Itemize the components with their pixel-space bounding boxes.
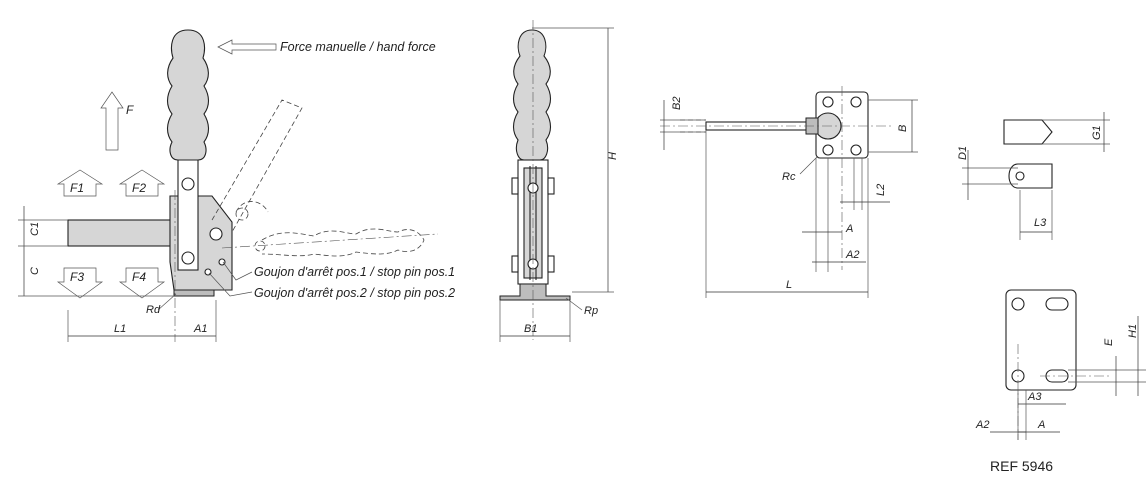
pivot xyxy=(209,227,223,241)
dim-b: B xyxy=(897,125,909,132)
hand-force-label: Force manuelle / hand force xyxy=(280,40,436,54)
dim-g1: G1 xyxy=(1091,125,1103,140)
force-arrow-f4 xyxy=(118,267,166,299)
force-arrow-f xyxy=(100,91,124,151)
handle-grip xyxy=(166,29,210,161)
dim-a-plate: A xyxy=(1037,419,1045,431)
dim-b2: B2 xyxy=(671,97,683,110)
reference-label: REF 5946 xyxy=(990,458,1053,474)
force-label-f3: F3 xyxy=(70,270,84,284)
force-label-f4: F4 xyxy=(132,270,146,284)
top-view: B2 B Rc L2 A A2 L xyxy=(660,86,918,298)
force-label-f: F xyxy=(126,103,134,117)
mount-hole xyxy=(822,96,834,108)
pivot-ghost xyxy=(254,240,266,252)
dim-rd: Rd xyxy=(146,304,161,316)
mount-hole xyxy=(850,96,862,108)
force-label-f1: F1 xyxy=(70,181,84,195)
base-plate xyxy=(1005,289,1077,391)
force-arrow-f3 xyxy=(56,267,104,299)
hand-force-arrow xyxy=(217,39,277,55)
mount-hole xyxy=(822,144,834,156)
dim-c1: C1 xyxy=(29,222,41,236)
spindle-tip xyxy=(1003,119,1053,145)
dim-l2: L2 xyxy=(875,184,887,196)
dim-a3: A3 xyxy=(1027,391,1042,403)
dim-c: C xyxy=(29,267,41,275)
force-label-f2: F2 xyxy=(132,181,146,195)
pivot xyxy=(181,251,195,265)
front-base xyxy=(499,283,571,301)
stop-pin-hole xyxy=(218,258,226,266)
spindle-detail: G1 D1 L3 xyxy=(957,112,1110,240)
dim-e: E xyxy=(1103,338,1115,346)
mount-hole xyxy=(850,144,862,156)
dim-a: A xyxy=(845,223,853,235)
dim-b1: B1 xyxy=(524,323,537,335)
dim-rc: Rc xyxy=(782,171,796,183)
pivot-ghost xyxy=(235,207,249,221)
open-lever-ghost xyxy=(235,201,269,213)
front-grip xyxy=(512,29,552,161)
dim-h: H xyxy=(607,152,619,160)
plate-slot xyxy=(1045,297,1069,311)
front-view: H B1 Rp xyxy=(499,20,619,342)
plate-hole xyxy=(1011,297,1025,311)
dim-a2: A2 xyxy=(845,249,859,261)
spindle-fork xyxy=(1008,163,1053,189)
side-view: F F1 F2 F3 F4 Force manuelle / hand forc… xyxy=(18,29,455,342)
clamp-arm xyxy=(67,219,173,247)
pivot xyxy=(181,177,195,191)
dim-l: L xyxy=(786,279,792,291)
open-lever-ghost xyxy=(211,99,303,233)
dim-h1: H1 xyxy=(1127,324,1139,338)
dim-l3: L3 xyxy=(1034,217,1047,229)
base-plate-detail: E H1 A3 A2 A xyxy=(975,289,1146,440)
dim-a2-plate: A2 xyxy=(975,419,989,431)
force-arrow-f1 xyxy=(56,169,104,197)
dim-rp: Rp xyxy=(584,305,598,317)
dim-l1: L1 xyxy=(114,323,126,335)
force-arrow-f2 xyxy=(118,169,166,197)
stop-pin-2-label: Goujon d'arrêt pos.2 / stop pin pos.2 xyxy=(254,286,455,300)
stop-pin-1-label: Goujon d'arrêt pos.1 / stop pin pos.1 xyxy=(254,265,455,279)
open-grip-ghost xyxy=(261,228,425,257)
dim-d1: D1 xyxy=(957,146,969,160)
dim-a1: A1 xyxy=(193,323,207,335)
